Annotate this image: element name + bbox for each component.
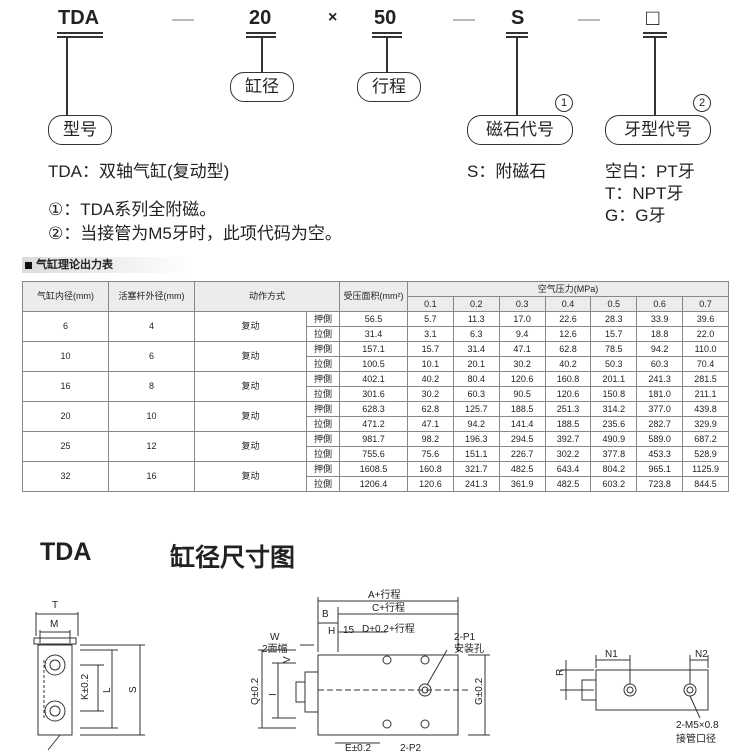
cell-force: 241.3 xyxy=(452,476,500,492)
label-magnet-code: 磁石代号 xyxy=(467,115,573,145)
cell-force: 281.5 xyxy=(682,371,729,387)
dim-title-left: TDA xyxy=(40,538,92,566)
dim-M5: 2-M5×0.8 xyxy=(676,720,719,731)
th-bore: 气缸内径(mm) xyxy=(22,281,109,312)
thread-line-0: 空白：PT牙 xyxy=(605,162,695,181)
dash-2 xyxy=(453,19,475,21)
cell-side: 押側 xyxy=(305,371,341,387)
dim-E: E±0.2 xyxy=(345,743,371,751)
note-1: ①：TDA系列全附磁。 xyxy=(48,200,217,219)
dim-P1b: 安装孔 xyxy=(454,642,484,655)
table-title: 气缸理论出力表 xyxy=(22,257,192,273)
dim-B: B xyxy=(322,609,329,620)
cell-force: 723.8 xyxy=(636,476,684,492)
cell-force: 844.5 xyxy=(682,476,729,492)
cell-bore: 32 xyxy=(22,461,109,492)
dim-H: H xyxy=(328,626,335,637)
th-pressure-1: 0.2 xyxy=(452,296,500,312)
cell-side: 拉側 xyxy=(305,416,341,432)
code-series: TDA xyxy=(58,7,100,29)
dim-K: K±0.2 xyxy=(80,674,91,700)
dim-title-right: 缸径尺寸图 xyxy=(170,544,296,572)
cell-action: 复动 xyxy=(194,461,307,492)
dim-N1: N1 xyxy=(605,649,618,660)
cell-bore: 20 xyxy=(22,401,109,432)
code-magnet: S xyxy=(511,7,525,29)
dim-N2: N2 xyxy=(695,649,708,660)
cell-action: 复动 xyxy=(194,371,307,402)
th-area: 受压面积(mm²) xyxy=(339,281,409,312)
dim-A: A+行程 xyxy=(368,588,401,601)
dim-M5b: 接管口径 xyxy=(676,732,716,745)
dim-M: M xyxy=(50,619,58,630)
dim-W2: 2面幅 xyxy=(262,642,288,655)
thread-line-1: T：NPT牙 xyxy=(605,184,684,203)
dim-L: L xyxy=(102,687,113,693)
dim-V: V xyxy=(282,656,293,663)
thread-line-2: G：G牙 xyxy=(605,206,666,225)
th-pressure-3: 0.4 xyxy=(544,296,592,312)
label-bore: 缸径 xyxy=(230,72,294,102)
dim-W: W xyxy=(270,632,280,643)
dim-Q: Q±0.2 xyxy=(250,677,261,705)
code-times: × xyxy=(328,9,338,26)
circle-2: 2 xyxy=(693,94,711,112)
cell-rod: 16 xyxy=(108,461,195,492)
dim-P2: 2-P2 xyxy=(400,743,422,751)
cell-side: 押側 xyxy=(305,401,341,417)
dim-P1: 2-P1 xyxy=(454,632,476,643)
model-desc: TDA：双轴气缸(复动型) xyxy=(48,162,230,181)
th-pressure-4: 0.5 xyxy=(590,296,638,312)
code-thread: □ xyxy=(646,5,660,30)
th-rod: 活塞杆外径(mm) xyxy=(108,281,195,312)
cell-action: 复动 xyxy=(194,311,307,342)
cell-rod: 6 xyxy=(108,341,195,372)
circle-1: 1 xyxy=(555,94,573,112)
label-model: 型号 xyxy=(48,115,112,145)
cell-area: 1206.4 xyxy=(339,476,409,492)
magnet-desc: S：附磁石 xyxy=(467,162,547,181)
dim-T: T xyxy=(52,600,58,611)
dim-S: S xyxy=(128,686,139,693)
dash-3 xyxy=(578,19,600,21)
th-pressure: 空气压力(MPa) xyxy=(407,281,729,297)
dim-C: C+行程 xyxy=(372,601,405,614)
dim-R: R xyxy=(555,669,566,676)
cell-side: 拉側 xyxy=(305,476,341,492)
right-view-body xyxy=(595,669,709,711)
dim-G: G±0.2 xyxy=(474,677,485,705)
dim-15: 15 xyxy=(343,625,355,636)
cell-bore: 6 xyxy=(22,311,109,342)
dim-I: I xyxy=(268,693,279,696)
cell-bore: 10 xyxy=(22,341,109,372)
th-action: 动作方式 xyxy=(193,281,341,312)
label-thread-code: 牙型代号 xyxy=(605,115,711,145)
dim-D: D+0.2+行程 xyxy=(362,622,415,635)
th-pressure-5: 0.6 xyxy=(636,296,684,312)
cell-force: 361.9 xyxy=(498,476,546,492)
cell-area: 157.1 xyxy=(339,341,409,357)
cell-bore: 25 xyxy=(22,431,109,462)
force-table: 气缸内径(mm) 活塞杆外径(mm) 动作方式 受压面积(mm²) 空气压力(M… xyxy=(22,281,729,492)
dash-1 xyxy=(172,19,194,21)
code-stroke: 50 xyxy=(374,7,397,29)
code-bore: 20 xyxy=(249,7,272,29)
left-view-body xyxy=(37,644,73,736)
note-2: ②：当接管为M5牙时，此项代码为空。 xyxy=(48,224,342,243)
th-pressure-0: 0.1 xyxy=(407,296,454,312)
label-stroke: 行程 xyxy=(357,72,421,102)
cell-rod: 10 xyxy=(108,401,195,432)
